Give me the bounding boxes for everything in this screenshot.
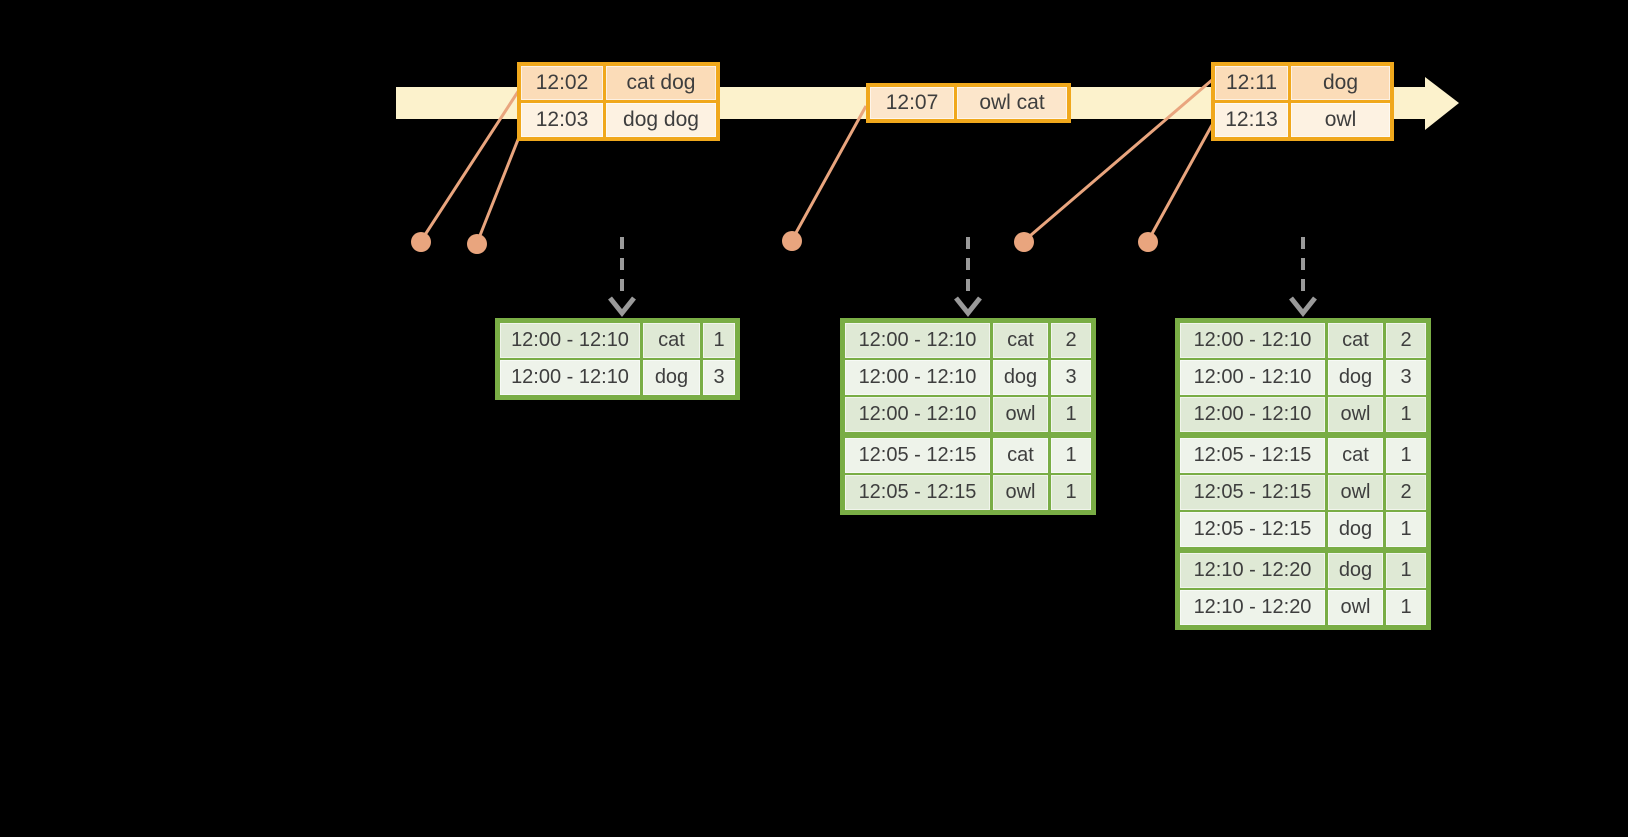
result-window-cell: 12:00 - 12:10	[845, 397, 990, 432]
event-connector-line	[475, 126, 525, 244]
result-window-cell: 12:00 - 12:10	[500, 323, 640, 358]
result-count-cell: 3	[703, 360, 735, 395]
result-word-cell: dog	[993, 360, 1048, 395]
result-window-cell: 12:05 - 12:15	[845, 475, 990, 510]
event-time-cell: 12:02	[521, 66, 603, 100]
result-count-cell: 1	[703, 323, 735, 358]
result-word-cell: cat	[993, 323, 1048, 358]
result-window-cell: 12:05 - 12:15	[845, 438, 990, 473]
result-word-cell: cat	[643, 323, 700, 358]
result-word-cell: dog	[1328, 512, 1383, 547]
trigger-arrowhead-icon	[954, 296, 982, 318]
result-window-cell: 12:10 - 12:20	[1180, 553, 1325, 588]
result-window-cell: 12:00 - 12:10	[1180, 397, 1325, 432]
result-window-cell: 12:00 - 12:10	[500, 360, 640, 395]
result-count-cell: 2	[1051, 323, 1091, 358]
result-word-cell: dog	[1328, 553, 1383, 588]
event-dot	[782, 231, 802, 251]
result-count-cell: 1	[1051, 397, 1091, 432]
event-dot	[1138, 232, 1158, 252]
event-time-cell: 12:03	[521, 103, 603, 137]
event-connector-line	[1146, 124, 1214, 242]
result-window-cell: 12:05 - 12:15	[1180, 438, 1325, 473]
event-connector-line	[790, 105, 868, 241]
result-word-cell: cat	[993, 438, 1048, 473]
event-time-cell: 12:11	[1215, 66, 1288, 100]
event-words-cell: dog	[1291, 66, 1390, 100]
result-count-cell: 1	[1051, 438, 1091, 473]
result-word-cell: owl	[1328, 475, 1383, 510]
event-words-cell: cat dog	[606, 66, 716, 100]
result-window-cell: 12:10 - 12:20	[1180, 590, 1325, 625]
result-count-cell: 2	[1386, 323, 1426, 358]
trigger-arrowhead-icon	[1289, 296, 1317, 318]
event-words-cell: dog dog	[606, 103, 716, 137]
timeline-arrowhead-icon	[1425, 77, 1459, 130]
result-word-cell: dog	[643, 360, 700, 395]
trigger-arrowhead-icon	[608, 296, 636, 318]
result-count-cell: 3	[1051, 360, 1091, 395]
result-window-cell: 12:00 - 12:10	[845, 323, 990, 358]
event-connector-line	[419, 86, 523, 242]
event-dot	[467, 234, 487, 254]
event-time-cell: 12:13	[1215, 103, 1288, 137]
result-count-cell: 1	[1386, 397, 1426, 432]
result-window-cell: 12:00 - 12:10	[1180, 323, 1325, 358]
event-connector-line	[1023, 78, 1213, 243]
result-word-cell: dog	[1328, 360, 1383, 395]
result-count-cell: 2	[1386, 475, 1426, 510]
result-word-cell: cat	[1328, 438, 1383, 473]
result-count-cell: 1	[1386, 590, 1426, 625]
result-word-cell: owl	[993, 475, 1048, 510]
event-words-cell: owl	[1291, 103, 1390, 137]
result-word-cell: owl	[1328, 590, 1383, 625]
result-window-cell: 12:00 - 12:10	[845, 360, 990, 395]
result-word-cell: cat	[1328, 323, 1383, 358]
event-dot	[411, 232, 431, 252]
result-word-cell: owl	[993, 397, 1048, 432]
result-window-cell: 12:00 - 12:10	[1180, 360, 1325, 395]
event-dot	[1014, 232, 1034, 252]
result-count-cell: 1	[1386, 438, 1426, 473]
result-count-cell: 1	[1386, 512, 1426, 547]
event-time-cell: 12:07	[870, 87, 954, 119]
event-words-cell: owl cat	[957, 87, 1067, 119]
result-window-cell: 12:05 - 12:15	[1180, 475, 1325, 510]
result-count-cell: 1	[1051, 475, 1091, 510]
result-count-cell: 3	[1386, 360, 1426, 395]
result-count-cell: 1	[1386, 553, 1426, 588]
result-window-cell: 12:05 - 12:15	[1180, 512, 1325, 547]
result-word-cell: owl	[1328, 397, 1383, 432]
